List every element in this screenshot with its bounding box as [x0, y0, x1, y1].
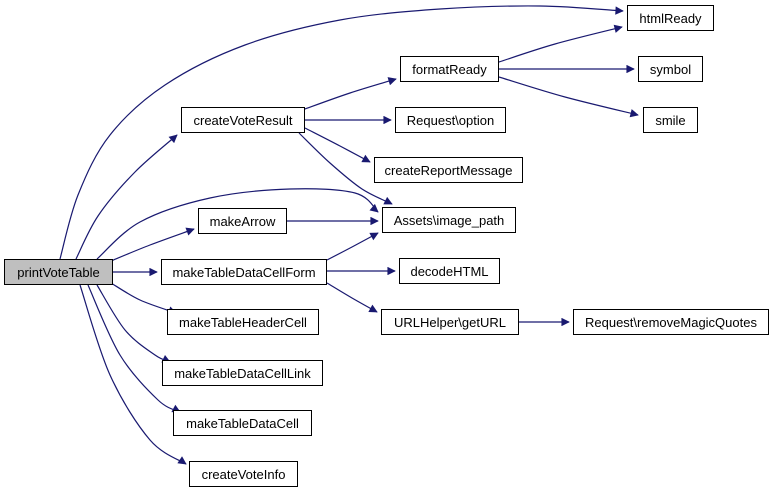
node-maketableheadercell[interactable]: makeTableHeaderCell — [167, 309, 319, 335]
node-createvoteresult[interactable]: createVoteResult — [181, 107, 305, 133]
edge-printvotetable-to-makearrow — [110, 227, 195, 262]
edge-printvotetable-to-createvoteresult — [75, 134, 178, 260]
edge-printvotetable-to-createvoteinfo — [79, 284, 187, 465]
node-maketabledatacellform[interactable]: makeTableDataCellForm — [161, 259, 327, 285]
node-maketabledatacelllink[interactable]: makeTableDataCellLink — [162, 360, 323, 386]
edge-maketabledatacellform-to-urlhelper_geturl — [326, 282, 378, 313]
node-maketabledatacell[interactable]: makeTableDataCell — [173, 410, 312, 436]
edge-formatready-to-smile — [498, 76, 639, 118]
node-smile[interactable]: smile — [643, 107, 698, 133]
node-printvotetable[interactable]: printVoteTable — [4, 259, 113, 285]
edge-createvoteresult-to-formatready — [304, 77, 397, 110]
node-makearrow[interactable]: makeArrow — [198, 208, 287, 234]
node-urlhelper_geturl[interactable]: URLHelper\getURL — [381, 309, 519, 335]
node-request_removemagicquotes[interactable]: Request\removeMagicQuotes — [573, 309, 769, 335]
edge-printvotetable-to-maketabledatacell — [87, 284, 181, 413]
node-createvoteinfo[interactable]: createVoteInfo — [189, 461, 298, 487]
node-createreportmessage[interactable]: createReportMessage — [374, 157, 523, 183]
node-decodehtml[interactable]: decodeHTML — [399, 258, 500, 284]
edge-formatready-to-htmlready — [498, 24, 623, 63]
node-htmlready[interactable]: htmlReady — [627, 5, 714, 31]
node-formatready[interactable]: formatReady — [400, 56, 499, 82]
edge-createvoteresult-to-createreportmessage — [304, 127, 371, 163]
node-symbol[interactable]: symbol — [638, 56, 703, 82]
edge-printvotetable-to-htmlready — [59, 5, 624, 260]
edge-createvoteresult-to-assets_image_path — [298, 132, 393, 205]
node-assets_image_path[interactable]: Assets\image_path — [382, 207, 516, 233]
edge-maketabledatacellform-to-assets_image_path — [326, 232, 379, 261]
edge-printvotetable-to-assets_image_path — [96, 188, 379, 260]
node-request_option[interactable]: Request\option — [395, 107, 506, 133]
